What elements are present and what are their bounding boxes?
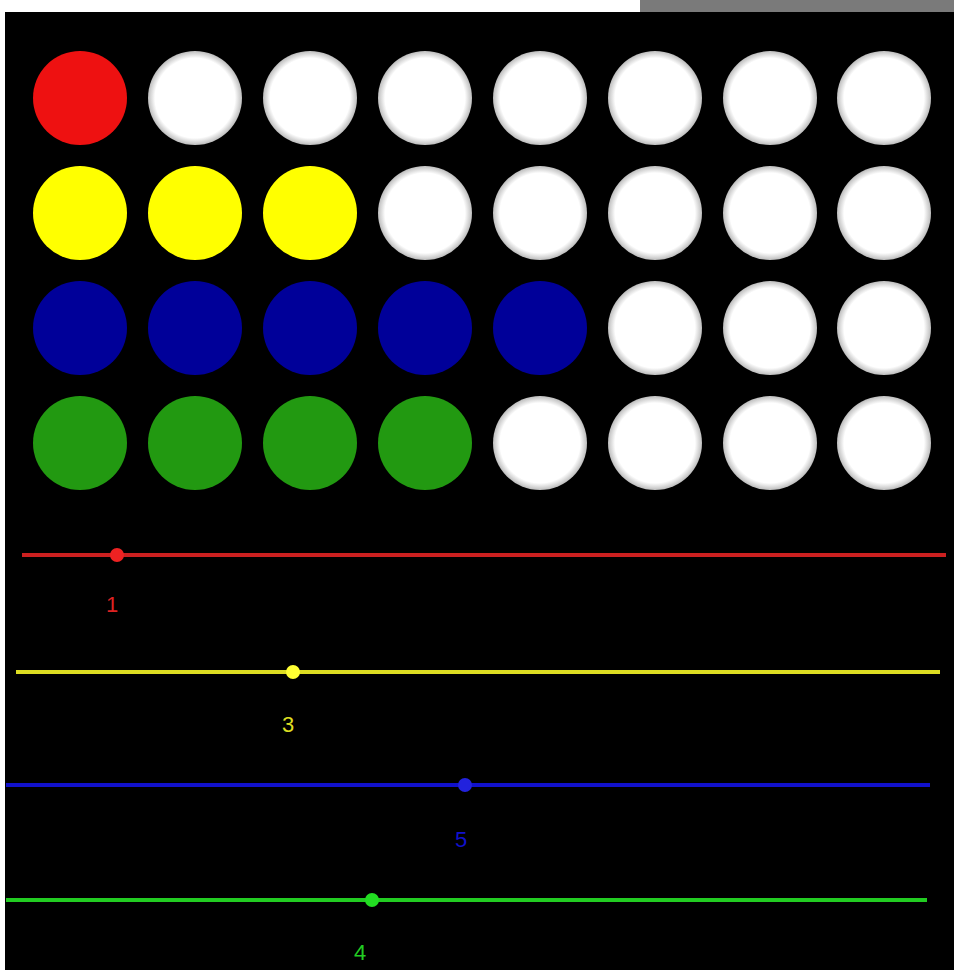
- slider-track: [16, 670, 940, 674]
- empty-dot: [263, 51, 357, 145]
- slider-handle: [110, 548, 124, 562]
- empty-dot: [148, 51, 242, 145]
- counter-dot: [263, 166, 357, 260]
- empty-dot: [723, 281, 817, 375]
- empty-dot: [608, 281, 702, 375]
- counter-dot: [33, 51, 127, 145]
- slider-track: [22, 553, 946, 557]
- counter-dot: [378, 281, 472, 375]
- slider-value: 4: [354, 942, 366, 964]
- applet-ground: [5, 12, 954, 970]
- counter-dot: [148, 396, 242, 490]
- counter-dot: [33, 166, 127, 260]
- empty-dot: [723, 396, 817, 490]
- empty-dot: [493, 166, 587, 260]
- empty-dot: [493, 51, 587, 145]
- empty-dot: [837, 166, 931, 260]
- empty-dot: [378, 51, 472, 145]
- slider-value: 5: [455, 829, 467, 851]
- empty-dot: [378, 166, 472, 260]
- counter-dot: [33, 281, 127, 375]
- counter-dot: [378, 396, 472, 490]
- slider-value: 3: [282, 714, 294, 736]
- slider-handle: [458, 778, 472, 792]
- slider-handle: [365, 893, 379, 907]
- counter-dot: [148, 166, 242, 260]
- counter-dot: [33, 396, 127, 490]
- empty-dot: [608, 396, 702, 490]
- counter-dot: [263, 396, 357, 490]
- slider-handle: [286, 665, 300, 679]
- empty-dot: [608, 51, 702, 145]
- slider-value: 1: [106, 594, 118, 616]
- empty-dot: [723, 166, 817, 260]
- empty-dot: [608, 166, 702, 260]
- empty-dot: [723, 51, 817, 145]
- counter-dot: [493, 281, 587, 375]
- photo-strip: [640, 0, 954, 12]
- empty-dot: [837, 396, 931, 490]
- counter-dot: [148, 281, 242, 375]
- empty-dot: [493, 396, 587, 490]
- counter-dot: [263, 281, 357, 375]
- empty-dot: [837, 281, 931, 375]
- slider-track: [6, 898, 927, 902]
- empty-dot: [837, 51, 931, 145]
